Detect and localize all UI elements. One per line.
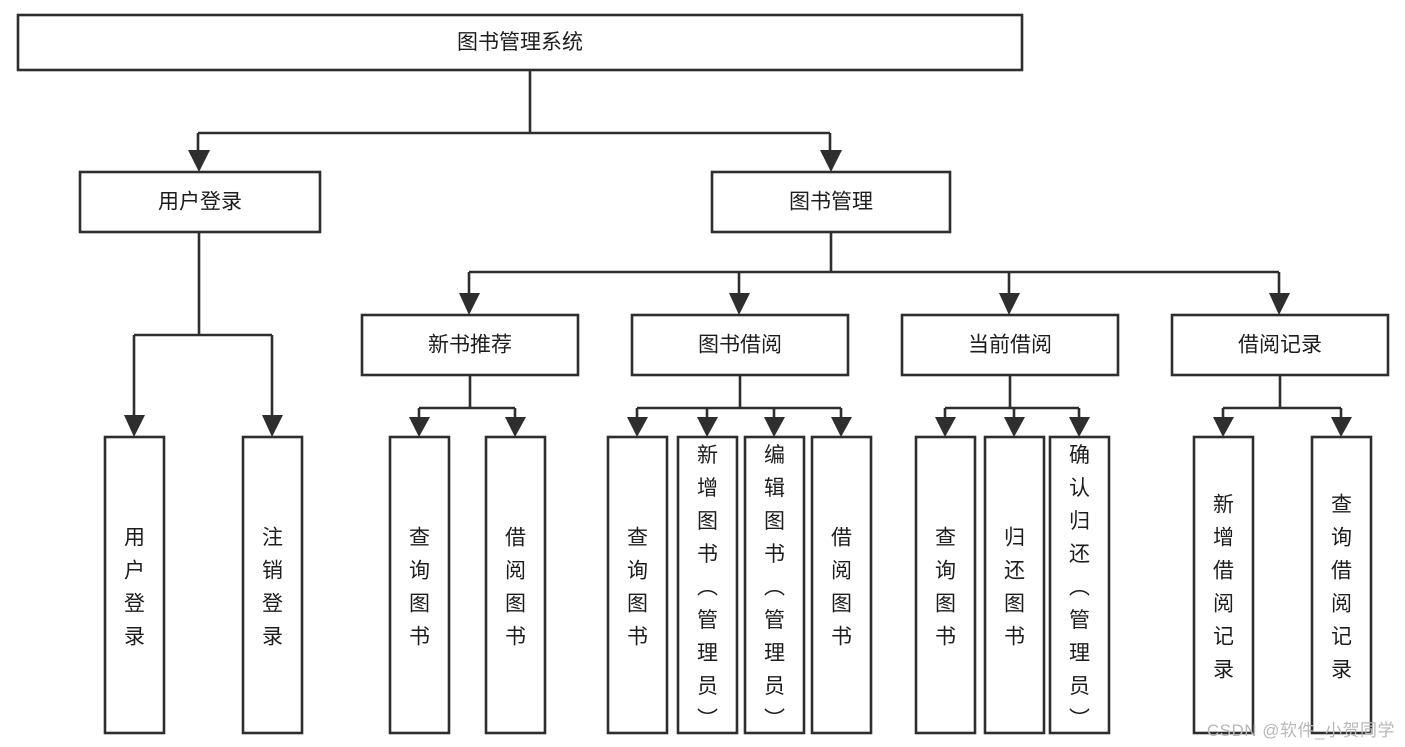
node-leaf-add-borrow-record[interactable]: 新增借阅记录 xyxy=(1192,435,1255,735)
node-label-root: 图书管理系统 xyxy=(457,31,583,54)
node-leaf-query-borrow-record[interactable]: 查询借阅记录 xyxy=(1310,435,1373,735)
arrowhead-to-user-login xyxy=(188,150,210,172)
node-box-new-book-recommend[interactable] xyxy=(360,313,580,377)
node-leaf-user-login[interactable]: 用户登录 xyxy=(103,435,166,735)
node-box-leaf-add-borrow-record[interactable] xyxy=(1192,435,1255,735)
node-leaf-confirm-return[interactable]: 确认归还︵管理员︶ xyxy=(1048,435,1111,735)
arrowhead-layer xyxy=(124,150,1352,437)
node-box-leaf-query-book-current[interactable] xyxy=(914,435,977,735)
node-box-borrow-record[interactable] xyxy=(1170,313,1390,377)
node-layer: 图书管理系统用户登录图书管理新书推荐图书借阅当前借阅借阅记录用户登录注销登录查询… xyxy=(16,13,1390,735)
node-label-leaf-query-book-recommend: 查询图书 xyxy=(409,527,430,649)
node-label-leaf-add-borrow-record: 新增借阅记录 xyxy=(1213,494,1234,682)
node-leaf-query-book-borrow[interactable]: 查询图书 xyxy=(606,435,669,735)
node-leaf-borrow-book-recommend[interactable]: 借阅图书 xyxy=(484,435,547,735)
node-root[interactable]: 图书管理系统 xyxy=(16,13,1024,72)
node-box-leaf-add-book[interactable] xyxy=(676,435,739,735)
node-box-current-borrow[interactable] xyxy=(900,313,1120,377)
node-user-login[interactable]: 用户登录 xyxy=(78,170,322,234)
node-box-leaf-user-login[interactable] xyxy=(103,435,166,735)
node-label-new-book-recommend: 新书推荐 xyxy=(428,334,512,357)
node-box-leaf-edit-book[interactable] xyxy=(743,435,806,735)
node-label-leaf-user-login: 用户登录 xyxy=(124,527,145,649)
node-borrow-record[interactable]: 借阅记录 xyxy=(1170,313,1390,377)
node-label-leaf-add-book: 新增图书︵管理员︶ xyxy=(697,444,718,731)
node-leaf-query-book-recommend[interactable]: 查询图书 xyxy=(388,435,451,735)
node-leaf-logout[interactable]: 注销登录 xyxy=(241,435,304,735)
arrowhead-to-leaf-confirm-return xyxy=(1069,417,1090,437)
arrowhead-to-book-manage xyxy=(820,150,842,172)
node-label-book-borrow: 图书借阅 xyxy=(698,334,782,357)
node-current-borrow[interactable]: 当前借阅 xyxy=(900,313,1120,377)
arrowhead-to-leaf-add-borrow-record xyxy=(1213,417,1234,437)
arrowhead-to-leaf-borrow-book xyxy=(831,417,852,437)
node-leaf-add-book[interactable]: 新增图书︵管理员︶ xyxy=(676,435,739,735)
node-label-leaf-confirm-return: 确认归还︵管理员︶ xyxy=(1069,444,1090,731)
arrowhead-to-record xyxy=(1269,293,1290,315)
node-box-leaf-query-book-borrow[interactable] xyxy=(606,435,669,735)
arrowhead-to-leaf-logout xyxy=(262,415,283,437)
node-leaf-query-book-current[interactable]: 查询图书 xyxy=(914,435,977,735)
node-label-leaf-logout: 注销登录 xyxy=(262,527,283,649)
node-label-user-login: 用户登录 xyxy=(158,191,242,214)
node-book-borrow[interactable]: 图书借阅 xyxy=(630,313,850,377)
arrowhead-to-current xyxy=(999,293,1020,315)
arrowhead-to-leaf-return-book xyxy=(1004,417,1025,437)
node-label-leaf-query-book-borrow: 查询图书 xyxy=(627,527,648,649)
node-label-borrow-record: 借阅记录 xyxy=(1238,334,1322,357)
node-box-leaf-borrow-book-recommend[interactable] xyxy=(484,435,547,735)
node-book-manage[interactable]: 图书管理 xyxy=(710,170,952,234)
arrowhead-to-borrow xyxy=(729,293,750,315)
node-leaf-return-book[interactable]: 归还图书 xyxy=(983,435,1046,735)
node-label-book-manage: 图书管理 xyxy=(789,191,873,214)
node-label-leaf-query-book-current: 查询图书 xyxy=(935,527,956,649)
node-box-leaf-borrow-book[interactable] xyxy=(810,435,873,735)
connector-layer xyxy=(132,70,1343,417)
node-label-current-borrow: 当前借阅 xyxy=(968,334,1052,357)
node-box-leaf-query-book-recommend[interactable] xyxy=(388,435,451,735)
node-leaf-edit-book[interactable]: 编辑图书︵管理员︶ xyxy=(743,435,806,735)
node-box-root[interactable] xyxy=(16,13,1024,72)
node-leaf-borrow-book[interactable]: 借阅图书 xyxy=(810,435,873,735)
node-box-leaf-query-borrow-record[interactable] xyxy=(1310,435,1373,735)
node-label-leaf-borrow-book-recommend: 借阅图书 xyxy=(505,527,526,649)
arrowhead-to-leaf-query-borrow-record xyxy=(1331,417,1352,437)
arrowhead-to-leaf-query-book-recommend xyxy=(409,417,430,437)
node-box-leaf-logout[interactable] xyxy=(241,435,304,735)
node-box-leaf-confirm-return[interactable] xyxy=(1048,435,1111,735)
arrowhead-to-leaf-add-book xyxy=(697,417,718,437)
arrowhead-to-recommend xyxy=(459,293,480,315)
arrowhead-to-leaf-edit-book xyxy=(764,417,785,437)
node-box-user-login[interactable] xyxy=(78,170,322,234)
node-label-leaf-query-borrow-record: 查询借阅记录 xyxy=(1331,494,1352,682)
node-label-leaf-edit-book: 编辑图书︵管理员︶ xyxy=(764,444,785,731)
node-label-leaf-borrow-book: 借阅图书 xyxy=(831,527,852,649)
node-new-book-recommend[interactable]: 新书推荐 xyxy=(360,313,580,377)
arrowhead-to-leaf-user-login xyxy=(124,415,145,437)
node-box-book-manage[interactable] xyxy=(710,170,952,234)
arrowhead-to-leaf-query-book-borrow xyxy=(627,417,648,437)
node-label-leaf-return-book: 归还图书 xyxy=(1004,527,1025,649)
arrowhead-to-leaf-borrow-book-recommend xyxy=(505,417,526,437)
arrowhead-to-leaf-query-book-current xyxy=(935,417,956,437)
node-box-book-borrow[interactable] xyxy=(630,313,850,377)
node-box-leaf-return-book[interactable] xyxy=(983,435,1046,735)
csdn-watermark: CSDN @软件_小贺同学 xyxy=(1206,721,1395,740)
